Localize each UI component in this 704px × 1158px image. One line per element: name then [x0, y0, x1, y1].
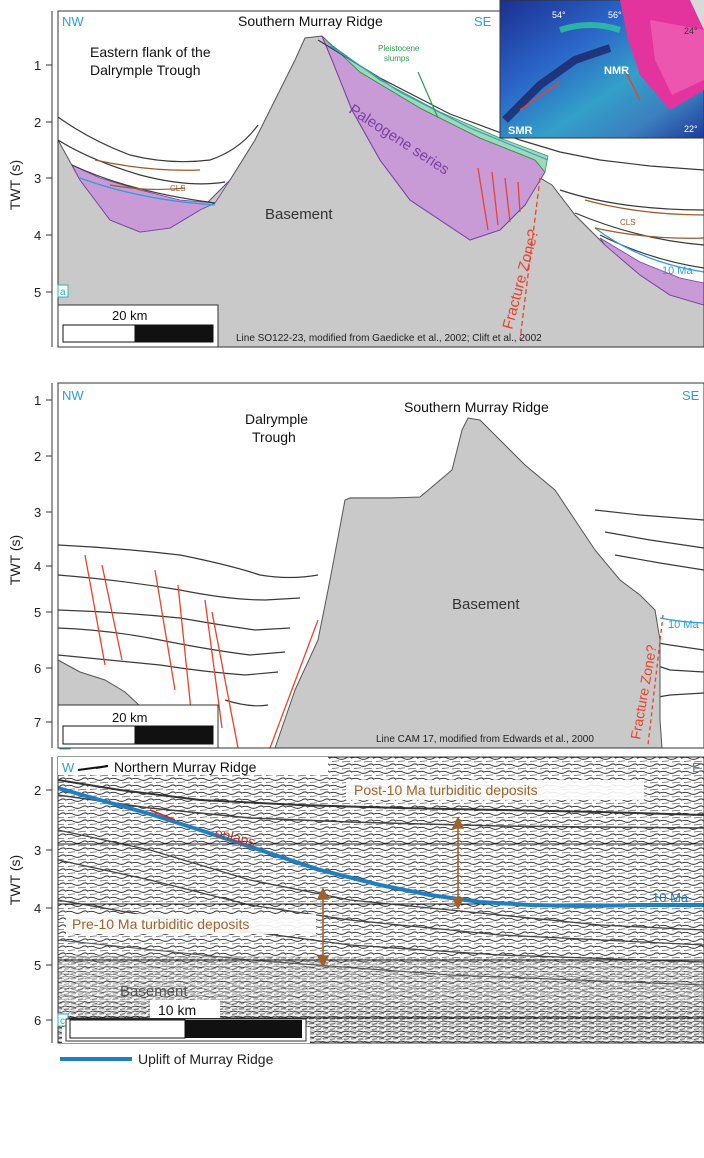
- y-tick-a-1: 1: [34, 58, 41, 73]
- cls-right-label: CLS: [620, 218, 636, 227]
- scale-bar-a: 20 km: [57, 304, 219, 348]
- blue-horizon-b: [659, 617, 704, 624]
- ma10-label-a: 10 Ma: [662, 265, 693, 277]
- ridge-marker-icon: [77, 765, 109, 771]
- flank-label-2: Dalrymple Trough: [90, 62, 201, 78]
- panel-c-header-bg: [58, 757, 328, 775]
- y-tick-c-5: 5: [34, 958, 41, 973]
- fracture-zone-line-a: [519, 177, 541, 341]
- panel-a-title: Southern Murray Ridge: [238, 13, 383, 29]
- y-axis-c: 2 3 4 5 6 TWT (s): [7, 757, 53, 1043]
- panel-c: 2 3 4 5 6 TWT (s) W Northern Murray Ridg…: [7, 756, 704, 1044]
- paleogene-right: [599, 237, 704, 306]
- scale-label-a: 20 km: [112, 308, 147, 323]
- inset-lon2: 56°: [608, 10, 622, 20]
- y-tick-c-6: 6: [34, 1013, 41, 1028]
- ma10-label-c: 10 Ma: [652, 890, 689, 905]
- inset-nmr: NMR: [604, 65, 629, 77]
- scale-bar-b: 20 km: [57, 704, 219, 749]
- blue-horizon-left: [79, 177, 216, 206]
- y-tick-c-4: 4: [34, 901, 41, 916]
- panel-c-w: W: [62, 760, 75, 775]
- panel-a-nw: NW: [62, 14, 84, 29]
- panel-a-tag-box: [57, 284, 69, 298]
- y-tick-b-2: 2: [34, 449, 41, 464]
- y-tick-b-1: 1: [34, 393, 41, 408]
- slumps-label-2: slumps: [384, 54, 409, 63]
- scale-label-b: 20 km: [112, 710, 147, 725]
- y-tick-b-3: 3: [34, 505, 41, 520]
- slumps-pointer: [417, 71, 439, 119]
- cls-horizons: [94, 159, 704, 239]
- thickness-arrows: [316, 816, 465, 968]
- horizons-b-left: [58, 544, 319, 707]
- basement-label-c: Basement: [120, 983, 188, 1000]
- scale-label-c-bg: [150, 1000, 220, 1018]
- panel-a-se: SE: [474, 14, 492, 29]
- y-label-c: TWT (s): [7, 855, 23, 905]
- y-tick-c-2: 2: [34, 783, 41, 798]
- legend: Uplift of Murray Ridge: [60, 1051, 274, 1067]
- inset-map: 54° 56° 24° 22° NMR SMR: [499, 0, 704, 139]
- y-tick-a-2: 2: [34, 115, 41, 130]
- panel-c-tag: c: [60, 1016, 65, 1027]
- y-label-b: TWT (s): [7, 535, 23, 585]
- horizons-a: [58, 39, 704, 269]
- fracture-zone-line-b: [647, 614, 664, 746]
- flank-label-1: Eastern flank of the: [90, 44, 211, 60]
- panel-b-frame: [57, 382, 704, 749]
- scale-bar-c: [62, 1018, 310, 1043]
- basement-b: [274, 417, 663, 748]
- faults-a: [477, 167, 521, 231]
- faults-b: [84, 554, 319, 748]
- caption-b: Line CAM 17, modified from Edwards et al…: [376, 734, 594, 745]
- caption-a: Line SO122-23, modified from Gaedicke et…: [236, 333, 542, 344]
- y-tick-c-3: 3: [34, 843, 41, 858]
- post-label-bg: [346, 780, 644, 800]
- panel-a-frame: [57, 10, 704, 348]
- ma10-label-b: 10 Ma: [668, 619, 699, 631]
- basement-b-left: [58, 659, 142, 707]
- basement-label-a: Basement: [265, 206, 333, 223]
- blue-horizon-right: [594, 227, 704, 273]
- inset-lat-top: 24°: [684, 26, 698, 36]
- panel-b-se: SE: [682, 388, 700, 403]
- trough-label-2: Trough: [252, 429, 296, 445]
- y-axis-a: 1 2 3 4 5 TWT (s): [7, 11, 53, 347]
- uplift-legend-label: Uplift of Murray Ridge: [138, 1051, 274, 1067]
- panel-a: 54° 56° 24° 22° NMR SMR 1 2 3 4 5 TWT (s…: [7, 0, 704, 348]
- panel-b-title: Southern Murray Ridge: [404, 399, 549, 415]
- inset-smr: SMR: [508, 125, 533, 137]
- cls-left-label: CLS: [170, 184, 186, 193]
- slumps-label-1: Pleistocene: [378, 44, 420, 53]
- panel-b-nw: NW: [62, 388, 84, 403]
- y-axis-b: 1 2 3 4 5 6 7 TWT (s): [7, 383, 53, 748]
- y-tick-a-4: 4: [34, 228, 41, 243]
- y-tick-b-6: 6: [34, 661, 41, 676]
- y-label-a: TWT (s): [7, 160, 23, 210]
- y-tick-b-4: 4: [34, 559, 41, 574]
- y-tick-a-5: 5: [34, 285, 41, 300]
- panel-c-e: E: [692, 760, 701, 775]
- onlap-marker: [149, 809, 176, 821]
- inset-lat-bottom: 22°: [684, 124, 698, 134]
- basement-label-b: Basement: [452, 596, 520, 613]
- northern-ridge-label: Northern Murray Ridge: [114, 759, 257, 775]
- panel-a-tag: a: [60, 287, 66, 298]
- scale-label-c: 10 km: [158, 1002, 196, 1018]
- pre-10ma-label: Pre-10 Ma turbiditic deposits: [72, 916, 249, 932]
- y-tick-b-7: 7: [34, 715, 41, 730]
- pleistocene-band: [325, 39, 549, 173]
- post-10ma-label: Post-10 Ma turbiditic deposits: [354, 782, 538, 798]
- trough-label-1: Dalrymple: [245, 411, 308, 427]
- panel-b: 1 2 3 4 5 6 7 TWT (s) NW SE Southern Mur…: [7, 382, 704, 750]
- panel-c-frame: [57, 756, 704, 1044]
- ma10-horizon-c: [58, 786, 704, 909]
- y-tick-a-3: 3: [34, 171, 41, 186]
- inset-lon1: 54°: [552, 10, 566, 20]
- y-tick-b-5: 5: [34, 605, 41, 620]
- pre-label-bg: [66, 914, 316, 934]
